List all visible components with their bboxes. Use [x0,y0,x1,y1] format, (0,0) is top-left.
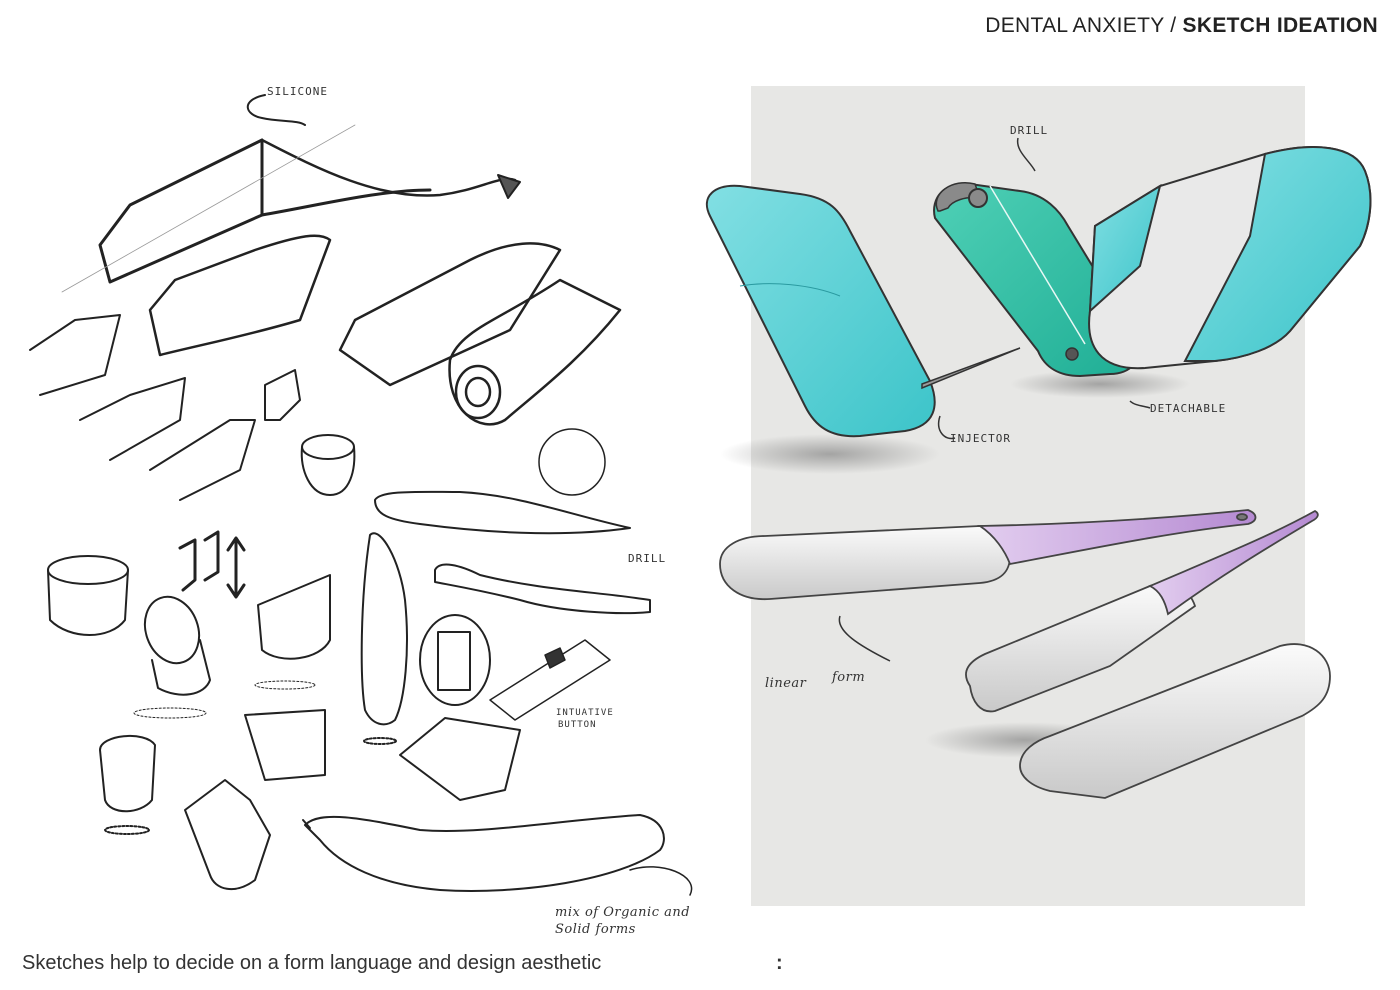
annotation-drill-sketch: DRILL [628,552,667,565]
sketch-drill-piece [434,563,651,615]
sketch-handpiece-top [98,138,517,284]
annotation-mix-2: Solid forms [555,922,636,937]
sketch-fragments-left [29,314,301,501]
sketch-cap [300,434,356,496]
shadow-injector [720,434,940,474]
render-leader-lines [838,137,1151,662]
render-detachable [1088,146,1372,370]
page-header: DENTAL ANXIETY / SKETCH IDEATION [985,14,1378,38]
sketch-long-piece [374,490,631,535]
annotation-intuitive-2: BUTTON [558,720,597,730]
sketch-arrow-tip [497,174,521,199]
silicone-leader [246,94,306,126]
sketch-shadow-2 [254,680,316,690]
render-pointed-instrument [1019,643,1331,799]
header-separator: / [1164,14,1183,37]
caption-trailing: : [776,952,783,974]
annotation-mix-1: mix of Organic and [555,905,691,920]
mix-leader [629,866,693,896]
sketch-cylinder [448,278,622,426]
annotation-form: form [832,670,866,685]
sketch-cups [244,574,331,781]
sketch-tall-piece [360,532,408,745]
sketch-button-area [489,639,611,721]
render-injector [705,184,1021,438]
sketch-shadow-1 [133,707,207,719]
sketch-tube [399,717,521,801]
sketch-clip-detail [178,530,220,592]
sketch-sheet [29,94,693,896]
render-illustrations [705,137,1372,799]
sketch-double-arrow [226,536,246,599]
render-purple-tip-instrument [965,509,1319,713]
project-title: DENTAL ANXIETY [985,14,1165,37]
section-title: SKETCH IDEATION [1182,14,1378,37]
render-linear-instrument [719,509,1257,600]
sketch-detail-circle [538,428,606,496]
sketch-rings [47,555,211,696]
sketch-oval-detail [419,614,491,706]
sketch-bottom-left [99,734,271,890]
annotation-intuitive-1: INTUATIVE [556,708,614,718]
sketch-handpiece-right [338,242,562,387]
sketch-handpiece-mid [148,234,332,357]
annotation-silicone: SILICONE [267,85,328,98]
shadow-detachable [1010,370,1190,398]
annotation-drill-top: DRILL [1010,124,1049,137]
sketch-organic [302,814,665,892]
page-caption: Sketches help to decide on a form langua… [22,952,602,974]
annotation-injector: INJECTOR [950,432,1011,445]
annotation-linear: linear [765,676,807,691]
annotation-detachable: DETACHABLE [1150,402,1227,415]
render-drill-block [933,182,1140,378]
